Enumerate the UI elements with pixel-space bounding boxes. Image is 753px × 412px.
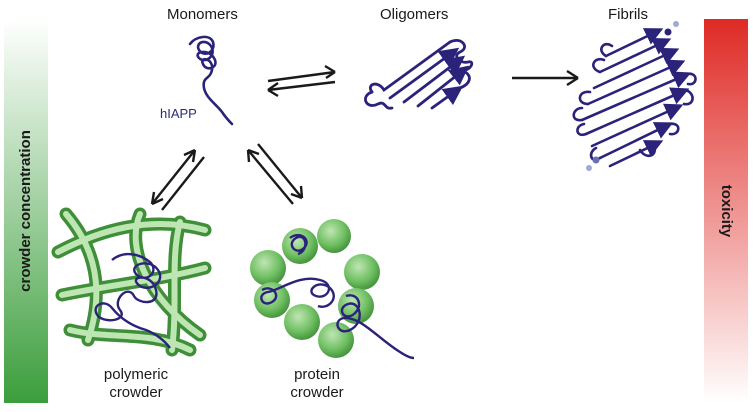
fibril-dot (673, 21, 679, 27)
arrow-mono-protein (247, 149, 294, 205)
arrow-mono-polymeric (151, 149, 196, 205)
polymer-network (51, 207, 212, 357)
toxicity-bar (704, 19, 748, 403)
monomers-label: Monomers (167, 6, 238, 23)
fibril-dot (664, 28, 672, 36)
polymeric-crowder-text: polymeric crowder (103, 366, 169, 401)
oligomers-label: Oligomers (380, 6, 449, 23)
protein-crowder-label: protein crowder (272, 366, 362, 402)
fibril-dot (586, 165, 592, 171)
oligomer-sheet (364, 39, 474, 110)
fibril-dot (592, 156, 600, 164)
polymeric-crowder-label: polymeric crowder (86, 366, 186, 402)
toxicity-label: toxicity (718, 185, 735, 238)
fibrils-label: Fibrils (608, 6, 648, 23)
protein-crowder-spheres (250, 219, 380, 358)
hiapp-label: hIAPP (160, 106, 197, 121)
arrow-oligo-to-mono (267, 80, 336, 92)
crowder-concentration-label: crowder concentration (17, 130, 34, 292)
polymer-peptide-chain (94, 252, 171, 349)
crowder-concentration-bar (4, 19, 48, 403)
arrow-protein-mono (257, 143, 303, 199)
protein-crowder-text: protein crowder (290, 366, 344, 401)
protein-peptide-chain (260, 233, 415, 360)
fibril-stack (572, 28, 697, 168)
monomer-chain (188, 35, 234, 126)
arrow-polymeric-mono (161, 156, 205, 211)
arrow-mono-to-oligo (267, 70, 336, 83)
